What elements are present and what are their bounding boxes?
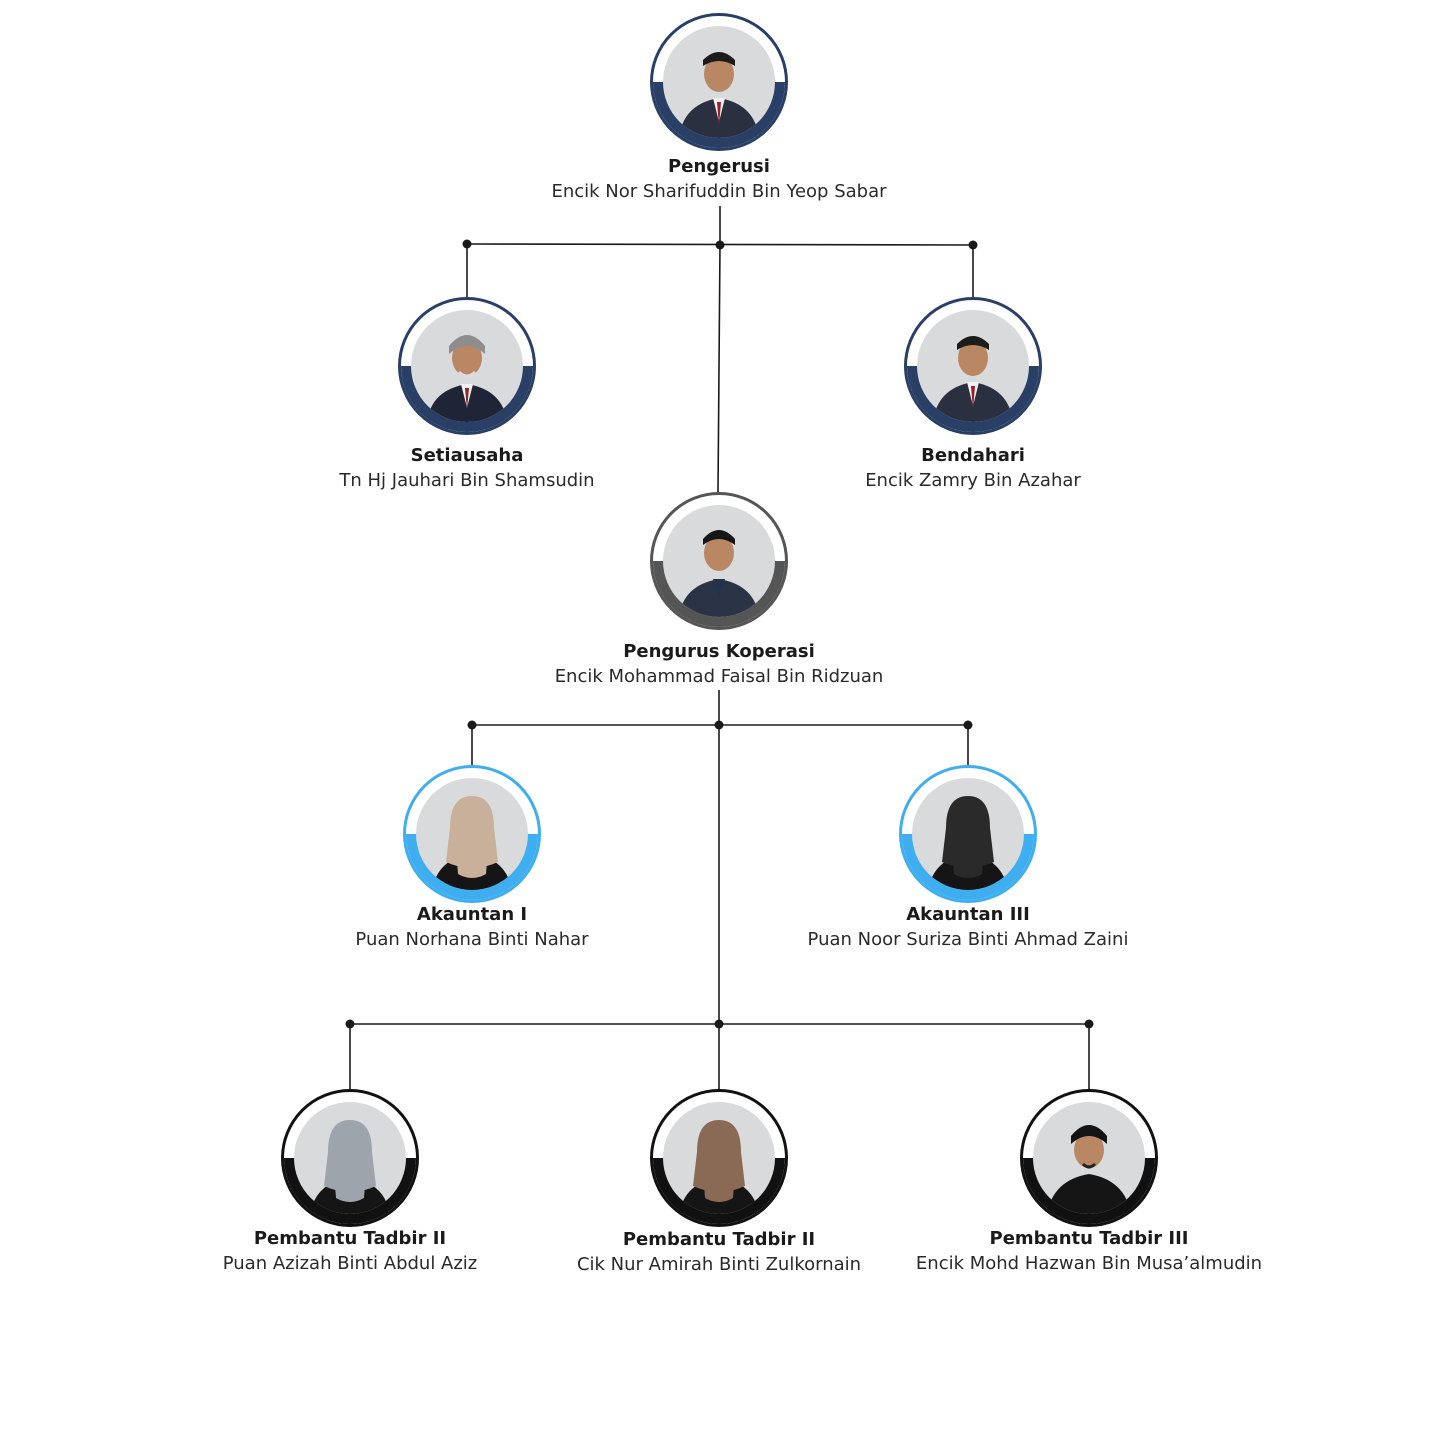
portrait-icon xyxy=(1047,1125,1131,1214)
avatar xyxy=(899,765,1037,903)
member-name: Puan Azizah Binti Abdul Aziz xyxy=(222,1253,478,1274)
member-role: Pembantu Tadbir III xyxy=(989,1228,1189,1249)
connector-line xyxy=(717,243,721,493)
junction-dot xyxy=(1084,1019,1094,1029)
portrait-icon xyxy=(928,796,1008,890)
portrait-icon xyxy=(679,1120,759,1214)
person-photo xyxy=(912,778,1024,890)
person-photo xyxy=(663,1102,775,1214)
junction-dot xyxy=(462,239,472,249)
avatar xyxy=(1020,1089,1158,1227)
avatar xyxy=(650,1089,788,1227)
junction-dot xyxy=(968,240,978,250)
junction-dot xyxy=(345,1019,355,1029)
member-name: Puan Norhana Binti Nahar xyxy=(355,929,589,950)
person-photo xyxy=(663,505,775,617)
member-role: Pengurus Koperasi xyxy=(623,641,815,662)
member-name: Puan Noor Suriza Binti Ahmad Zaini xyxy=(807,929,1129,950)
junction-dot xyxy=(714,720,724,730)
junction-dot xyxy=(963,720,973,730)
portrait-icon xyxy=(432,796,512,890)
junction-dot xyxy=(467,720,477,730)
portrait-icon xyxy=(427,335,507,422)
person-photo xyxy=(917,310,1029,422)
portrait-icon xyxy=(679,52,759,138)
member-name: Encik Zamry Bin Azahar xyxy=(865,470,1081,491)
portrait-icon xyxy=(933,336,1013,422)
member-role: Bendahari xyxy=(921,445,1025,466)
member-role: Pembantu Tadbir II xyxy=(253,1228,447,1249)
person-photo xyxy=(663,26,775,138)
person-photo xyxy=(416,778,528,890)
member-name: Tn Hj Jauhari Bin Shamsudin xyxy=(339,470,595,491)
member-role: Setiausaha xyxy=(410,445,524,466)
portrait-icon xyxy=(310,1120,390,1214)
member-role: Pembantu Tadbir II xyxy=(622,1229,816,1250)
avatar xyxy=(403,765,541,903)
avatar xyxy=(650,492,788,630)
avatar xyxy=(904,297,1042,435)
portrait-icon xyxy=(679,530,759,617)
avatar xyxy=(650,13,788,151)
junction-dot xyxy=(714,1019,724,1029)
member-name: Encik Nor Sharifuddin Bin Yeop Sabar xyxy=(551,181,887,202)
junction-dot xyxy=(715,240,725,250)
avatar xyxy=(281,1089,419,1227)
person-photo xyxy=(411,310,523,422)
person-photo xyxy=(1033,1102,1145,1214)
member-name: Encik Mohd Hazwan Bin Musa’almudin xyxy=(915,1253,1263,1274)
person-photo xyxy=(294,1102,406,1214)
member-name: Encik Mohammad Faisal Bin Ridzuan xyxy=(554,666,884,687)
member-role: Akauntan I xyxy=(416,904,528,925)
avatar xyxy=(398,297,536,435)
member-role: Pengerusi xyxy=(668,156,770,177)
member-name: Cik Nur Amirah Binti Zulkornain xyxy=(576,1254,862,1275)
member-role: Akauntan III xyxy=(906,904,1030,925)
